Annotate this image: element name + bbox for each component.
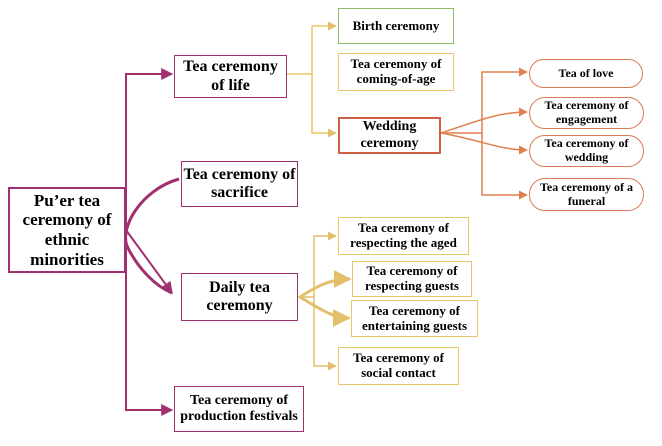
node-label: Tea ceremony of engagement <box>544 98 629 126</box>
node-tea-ceremony-of-social-contact: Tea ceremony of social contact <box>338 347 459 385</box>
root-label: Pu’er tea ceremony of ethnic minorities <box>22 190 112 269</box>
connector-wedding-engagement <box>440 107 528 134</box>
node-tea-of-love: Tea of love <box>529 59 643 88</box>
node-tea-ceremony-of-production-festivals: Tea ceremony of production festivals <box>174 386 304 432</box>
connector-daily-guests <box>299 270 352 299</box>
node-label: Tea ceremony of entertaining guests <box>361 302 468 333</box>
node-tea-ceremony-of-a-funeral: Tea ceremony of a funeral <box>529 178 644 211</box>
node-daily-tea-ceremony: Daily tea ceremony <box>181 273 298 321</box>
node-label: Tea ceremony of coming-of-age <box>350 56 442 86</box>
connector-daily-social <box>313 297 337 371</box>
connector-wedding-love <box>441 67 528 134</box>
connector-sacrifice-arc <box>124 177 180 295</box>
connector-daily-aged <box>298 231 337 298</box>
connector-daily-entertaining <box>299 295 351 327</box>
node-label: Tea ceremony of respecting guests <box>364 263 459 293</box>
node-label: Tea ceremony of a funeral <box>540 179 633 208</box>
node-label: Birth ceremony <box>352 17 440 33</box>
node-tea-ceremony-of-respecting-the-aged: Tea ceremony of respecting the aged <box>338 217 469 255</box>
connector-wedding-wedding <box>440 132 528 155</box>
node-tea-ceremony-of-sacrifice: Tea ceremony of sacrifice <box>181 161 298 207</box>
connector-root-festivals <box>125 230 174 416</box>
node-label: Tea of love <box>558 65 614 80</box>
connector-root-daily <box>125 229 173 294</box>
node-label: Tea ceremony of production festivals <box>180 392 298 424</box>
connector-life-birth <box>287 21 337 75</box>
node-tea-ceremony-of-engagement: Tea ceremony of engagement <box>529 97 644 129</box>
node-wedding-ceremony: Wedding ceremony <box>338 117 441 154</box>
node-tea-ceremony-of-wedding: Tea ceremony of wedding <box>529 135 644 167</box>
node-tea-ceremony-of-life: Tea ceremony of life <box>174 55 287 98</box>
connector-life-wedding <box>311 74 337 138</box>
node-label: Daily tea ceremony <box>206 278 273 314</box>
connector-root-life <box>125 68 174 230</box>
node-tea-ceremony-of-respecting-guests: Tea ceremony of respecting guests <box>352 261 472 297</box>
node-label: Tea ceremony of social contact <box>353 350 444 380</box>
node-tea-ceremony-of-entertaining-guests: Tea ceremony of entertaining guests <box>351 300 478 337</box>
node-tea-ceremony-of-coming-of-age: Tea ceremony of coming-of-age <box>338 53 454 91</box>
node-label: Wedding ceremony <box>360 119 419 151</box>
root-node: Pu’er tea ceremony of ethnic minorities <box>8 187 126 273</box>
node-label: Tea ceremony of respecting the aged <box>350 220 457 250</box>
node-label: Tea ceremony of wedding <box>544 136 629 164</box>
connector-wedding-funeral <box>481 133 528 200</box>
node-label: Tea ceremony of life <box>183 58 278 94</box>
node-label: Tea ceremony of sacrifice <box>183 165 296 201</box>
node-birth-ceremony: Birth ceremony <box>338 8 454 44</box>
